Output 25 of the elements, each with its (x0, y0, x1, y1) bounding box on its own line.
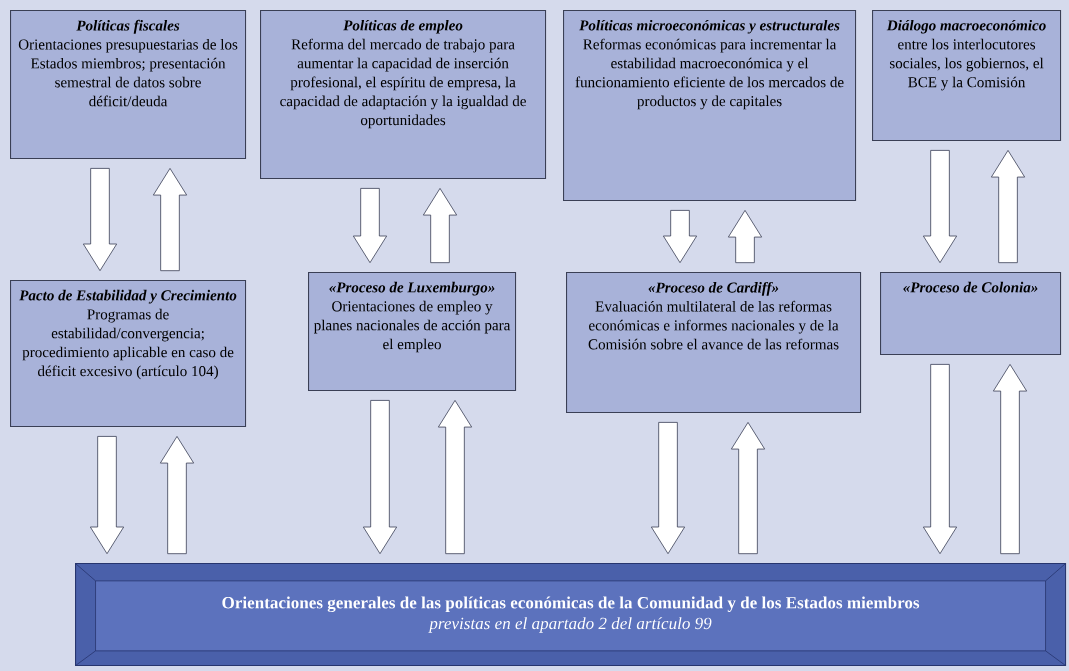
block-arrow (730, 422, 766, 555)
block-arrow (159, 436, 195, 555)
block-arrow (662, 210, 698, 264)
process-box: «Proceso de Colonia» (880, 272, 1062, 356)
block-arrow (727, 210, 763, 264)
block-arrow (650, 422, 686, 555)
block-arrow (422, 188, 458, 264)
process-box: «Proceso de Luxemburgo» Orientaciones de empleo y planes nacionales de acción para el empleo (308, 272, 517, 392)
block-arrow (437, 400, 473, 555)
block-arrow (922, 364, 958, 555)
process-box: «Proceso de Cardiff» Evaluación multilateral de las reformas económicas e informes nacionales y de la Comisión sobre el avance de las reformas (566, 272, 862, 414)
process-box: Políticas de empleo Reforma del mercado de trabajo para aumentar la capacidad de inserción profesional, el espíritu de empresa, la capacidad de adaptación y la igualdad de oportunidades (260, 10, 547, 180)
block-arrow (152, 168, 188, 272)
block-arrow (992, 364, 1028, 555)
block-arrow (82, 168, 118, 272)
block-arrow (990, 150, 1026, 264)
process-box: Políticas microeconómicas y estructurales Reformas económicas para incrementar la estabilidad macroeconómica y el funcionamiento eficiente de los mercados de productos y de capitales (563, 10, 857, 202)
process-box: Pacto de Estabilidad y Crecimiento Programas de estabilidad/convergencia; procedimiento aplicable en caso de déficit excesivo (artículo 104) (10, 280, 247, 428)
block-arrow (352, 188, 388, 264)
block-arrow (922, 150, 958, 264)
block-arrow (89, 436, 125, 555)
process-box: Políticas fiscales Orientaciones presupuestarias de los Estados miembros; presentación semestral de datos sobre déficit/deuda (10, 10, 247, 160)
process-box: Diálogo macroeconómico entre los interlocutores sociales, los gobiernos, el BCE y la Comisión (872, 10, 1062, 142)
block-arrow (362, 400, 398, 555)
banner-box: Orientaciones generales de las políticas económicas de la Comunidad y de los Estados miembros previstas en el apartado 2 del artículo 99 (75, 563, 1067, 667)
